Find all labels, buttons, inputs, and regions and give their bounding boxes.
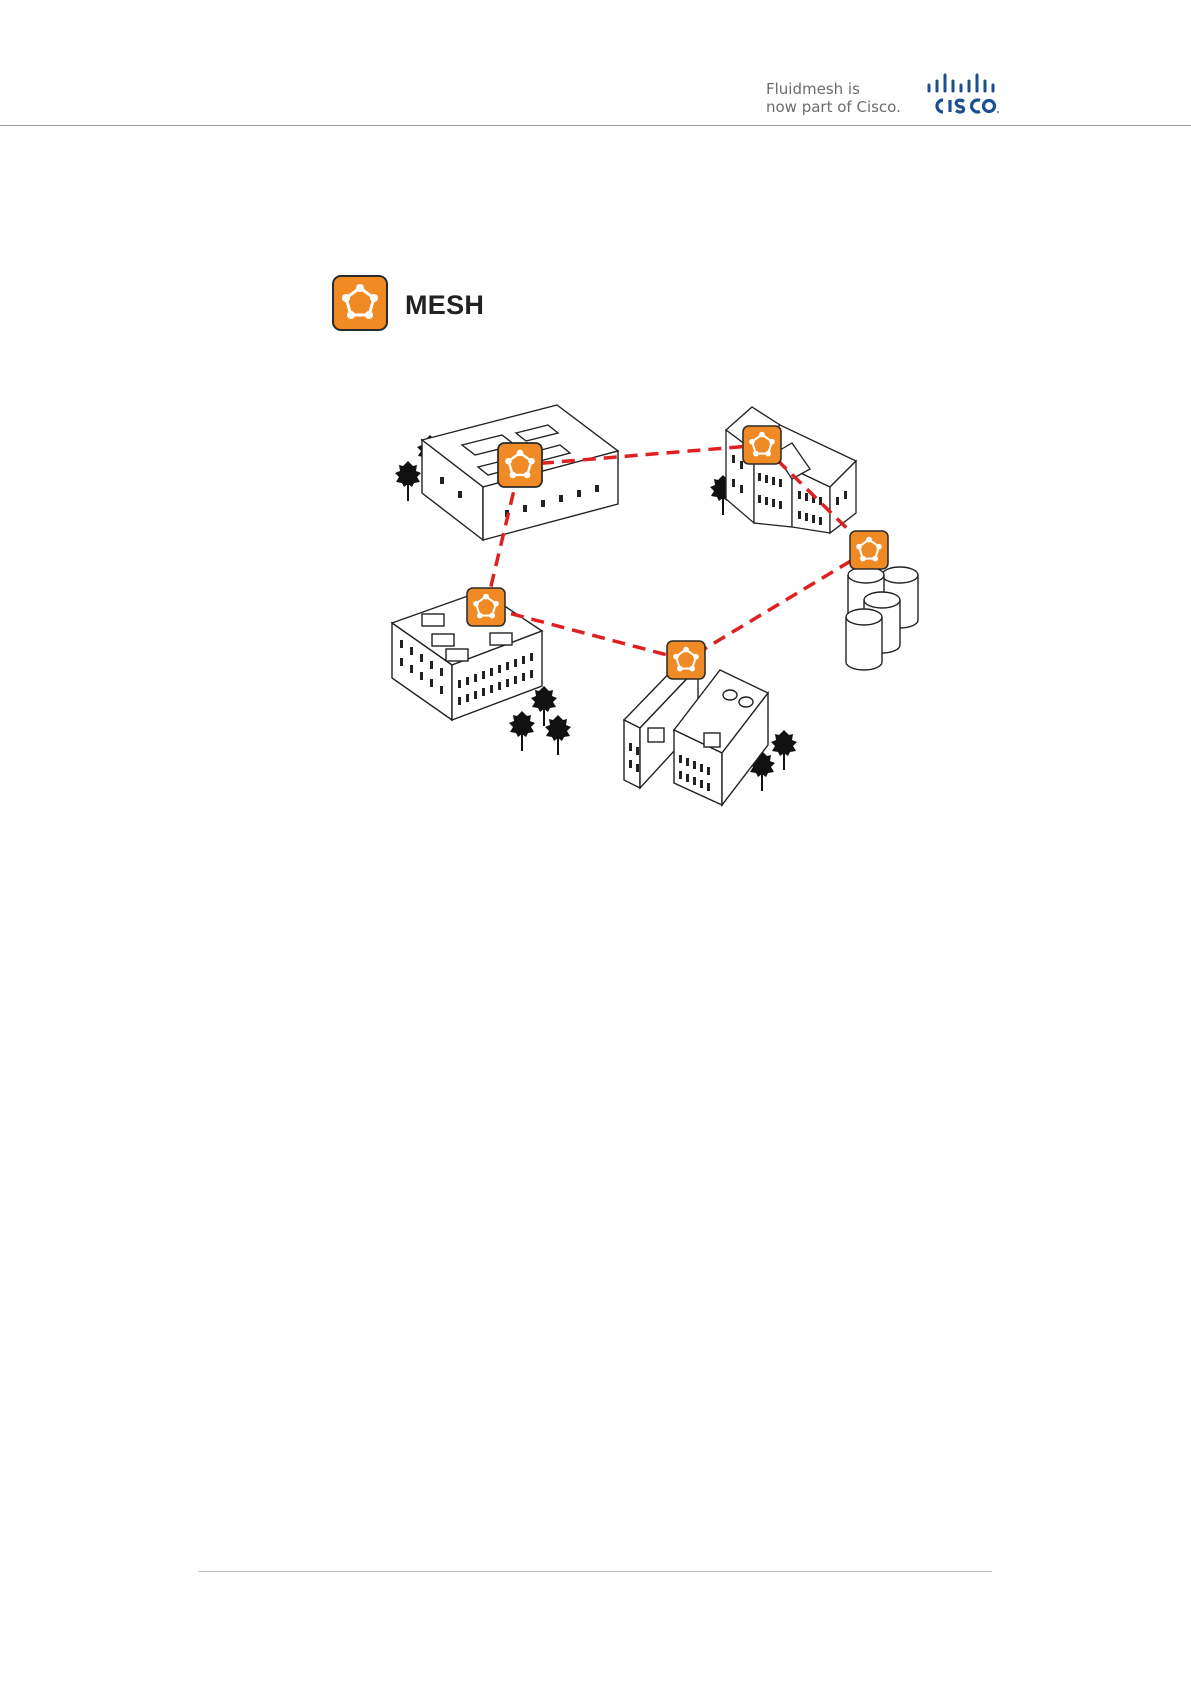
mesh-node-icon xyxy=(743,426,781,464)
building-storage-tanks xyxy=(846,567,918,670)
mesh-node-icon xyxy=(850,531,888,569)
building-twin-blocks xyxy=(624,660,768,805)
section-title: MESH xyxy=(405,290,484,321)
footer-divider xyxy=(198,1571,992,1572)
header-divider xyxy=(0,125,1191,126)
mesh-network-diagram xyxy=(380,395,940,810)
mesh-node-icon xyxy=(667,641,705,679)
brand-line-1: Fluidmesh is xyxy=(766,80,901,98)
building-historic xyxy=(726,407,856,533)
brand-line-2: now part of Cisco. xyxy=(766,98,901,116)
cisco-logo xyxy=(925,72,1000,116)
header-brand-text: Fluidmesh is now part of Cisco. xyxy=(766,80,901,116)
mesh-node-icon xyxy=(467,588,505,626)
mesh-network-icon xyxy=(331,274,389,332)
mesh-node-icon xyxy=(498,443,542,487)
